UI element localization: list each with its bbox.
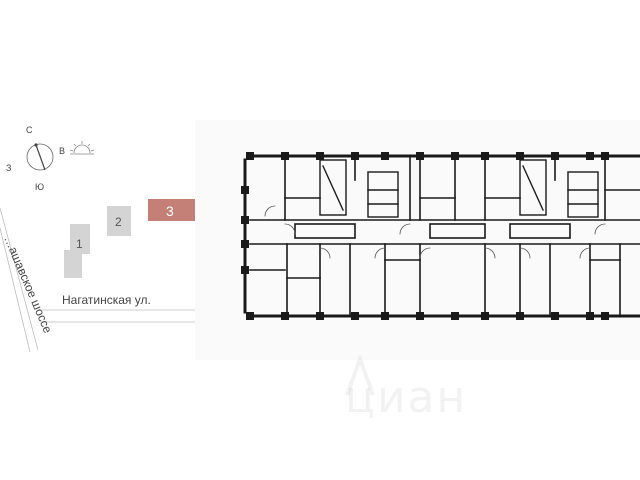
- structural-column: [246, 152, 254, 160]
- structural-column: [241, 240, 249, 248]
- watermark-text: циан: [345, 372, 468, 423]
- structural-column: [586, 152, 594, 160]
- structural-column: [481, 312, 489, 320]
- corridor-walls: [249, 219, 640, 245]
- facade-walls: [243, 154, 640, 318]
- structural-column: [246, 312, 254, 320]
- structural-column: [481, 152, 489, 160]
- door-swings: [264, 205, 606, 259]
- structural-column: [416, 152, 424, 160]
- compass-south-label: Ю: [35, 182, 44, 192]
- compass-east-label: В: [59, 146, 65, 156]
- structural-column: [551, 152, 559, 160]
- compass-north-label: С: [26, 125, 33, 135]
- highway-line-1: [0, 207, 39, 351]
- structural-column: [241, 186, 249, 194]
- building-3[interactable]: 3: [148, 199, 196, 221]
- building-2-label: 2: [115, 215, 122, 229]
- partitions-south: [249, 243, 621, 317]
- structural-column: [381, 312, 389, 320]
- building-1[interactable]: 1: [64, 224, 90, 278]
- site-plan: С В Ю З …ашавское шоссе Нагатинская ул. …: [0, 125, 200, 353]
- roads: [0, 207, 200, 353]
- building-2[interactable]: 2: [107, 206, 131, 236]
- structural-column: [351, 152, 359, 160]
- compass-west-label: З: [6, 163, 11, 173]
- structural-column: [551, 312, 559, 320]
- structural-column: [601, 152, 609, 160]
- structural-column: [516, 312, 524, 320]
- highway-label: …ашавское шоссе: [1, 234, 55, 336]
- structural-column: [316, 152, 324, 160]
- compass: С В Ю З: [6, 125, 95, 192]
- stair-lift-core-1: [319, 159, 399, 218]
- structural-column: [241, 266, 249, 274]
- structural-column: [416, 312, 424, 320]
- structural-column: [241, 216, 249, 224]
- structural-column: [451, 312, 459, 320]
- structural-column: [281, 152, 289, 160]
- stair-lift-core-2: [519, 159, 599, 218]
- compass-needle: [35, 144, 46, 171]
- building-1-label: 1: [76, 237, 83, 251]
- structural-column: [316, 312, 324, 320]
- structural-column: [281, 312, 289, 320]
- highway-line-2: [0, 227, 31, 353]
- structural-column: [516, 152, 524, 160]
- columns: [241, 152, 609, 320]
- structural-column: [351, 312, 359, 320]
- building-3-label: 3: [166, 203, 174, 219]
- street-label: Нагатинская ул.: [62, 293, 151, 307]
- structural-column: [586, 312, 594, 320]
- watermark-icon: [345, 353, 375, 404]
- structural-column: [381, 152, 389, 160]
- structural-column: [451, 152, 459, 160]
- sun-icon: [69, 141, 95, 155]
- floor-plan: [195, 120, 640, 360]
- partitions-north: [284, 155, 640, 221]
- structural-column: [601, 312, 609, 320]
